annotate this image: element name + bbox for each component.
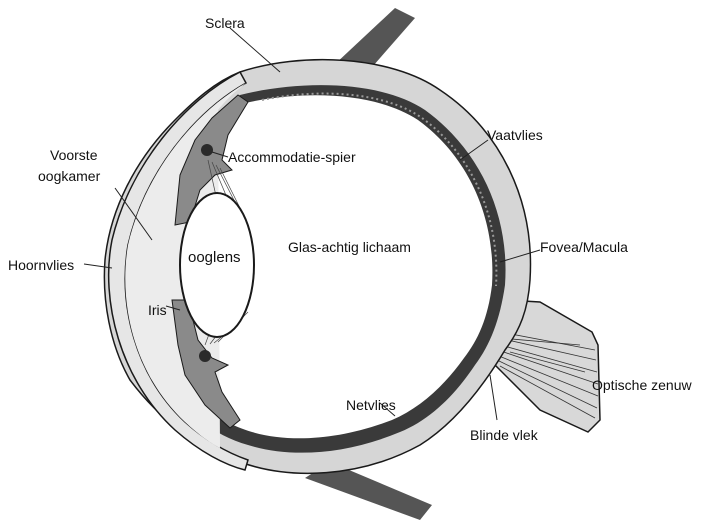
label-ooglens: ooglens bbox=[188, 249, 241, 266]
label-sclera: Sclera bbox=[205, 15, 245, 31]
label-iris: Iris bbox=[148, 302, 167, 318]
accommodation-muscle-lower-node bbox=[199, 350, 211, 362]
label-optische: Optische zenuw bbox=[592, 377, 692, 393]
label-voorste-line1: Voorste bbox=[50, 147, 98, 163]
label-vaatvlies: Vaatvlies bbox=[487, 127, 543, 143]
label-blinde: Blinde vlek bbox=[470, 427, 539, 443]
label-glas: Glas-achtig lichaam bbox=[288, 239, 411, 255]
accommodation-muscle-upper-node bbox=[201, 144, 213, 156]
label-hoornvlies: Hoornvlies bbox=[8, 257, 74, 273]
label-fovea: Fovea/Macula bbox=[540, 239, 628, 255]
label-voorste-line2: oogkamer bbox=[38, 168, 101, 184]
leader-blinde bbox=[490, 375, 497, 420]
leader-sclera bbox=[230, 28, 280, 72]
label-accommodatie: Accommodatie-spier bbox=[228, 149, 356, 165]
label-netvlies: Netvlies bbox=[346, 397, 396, 413]
